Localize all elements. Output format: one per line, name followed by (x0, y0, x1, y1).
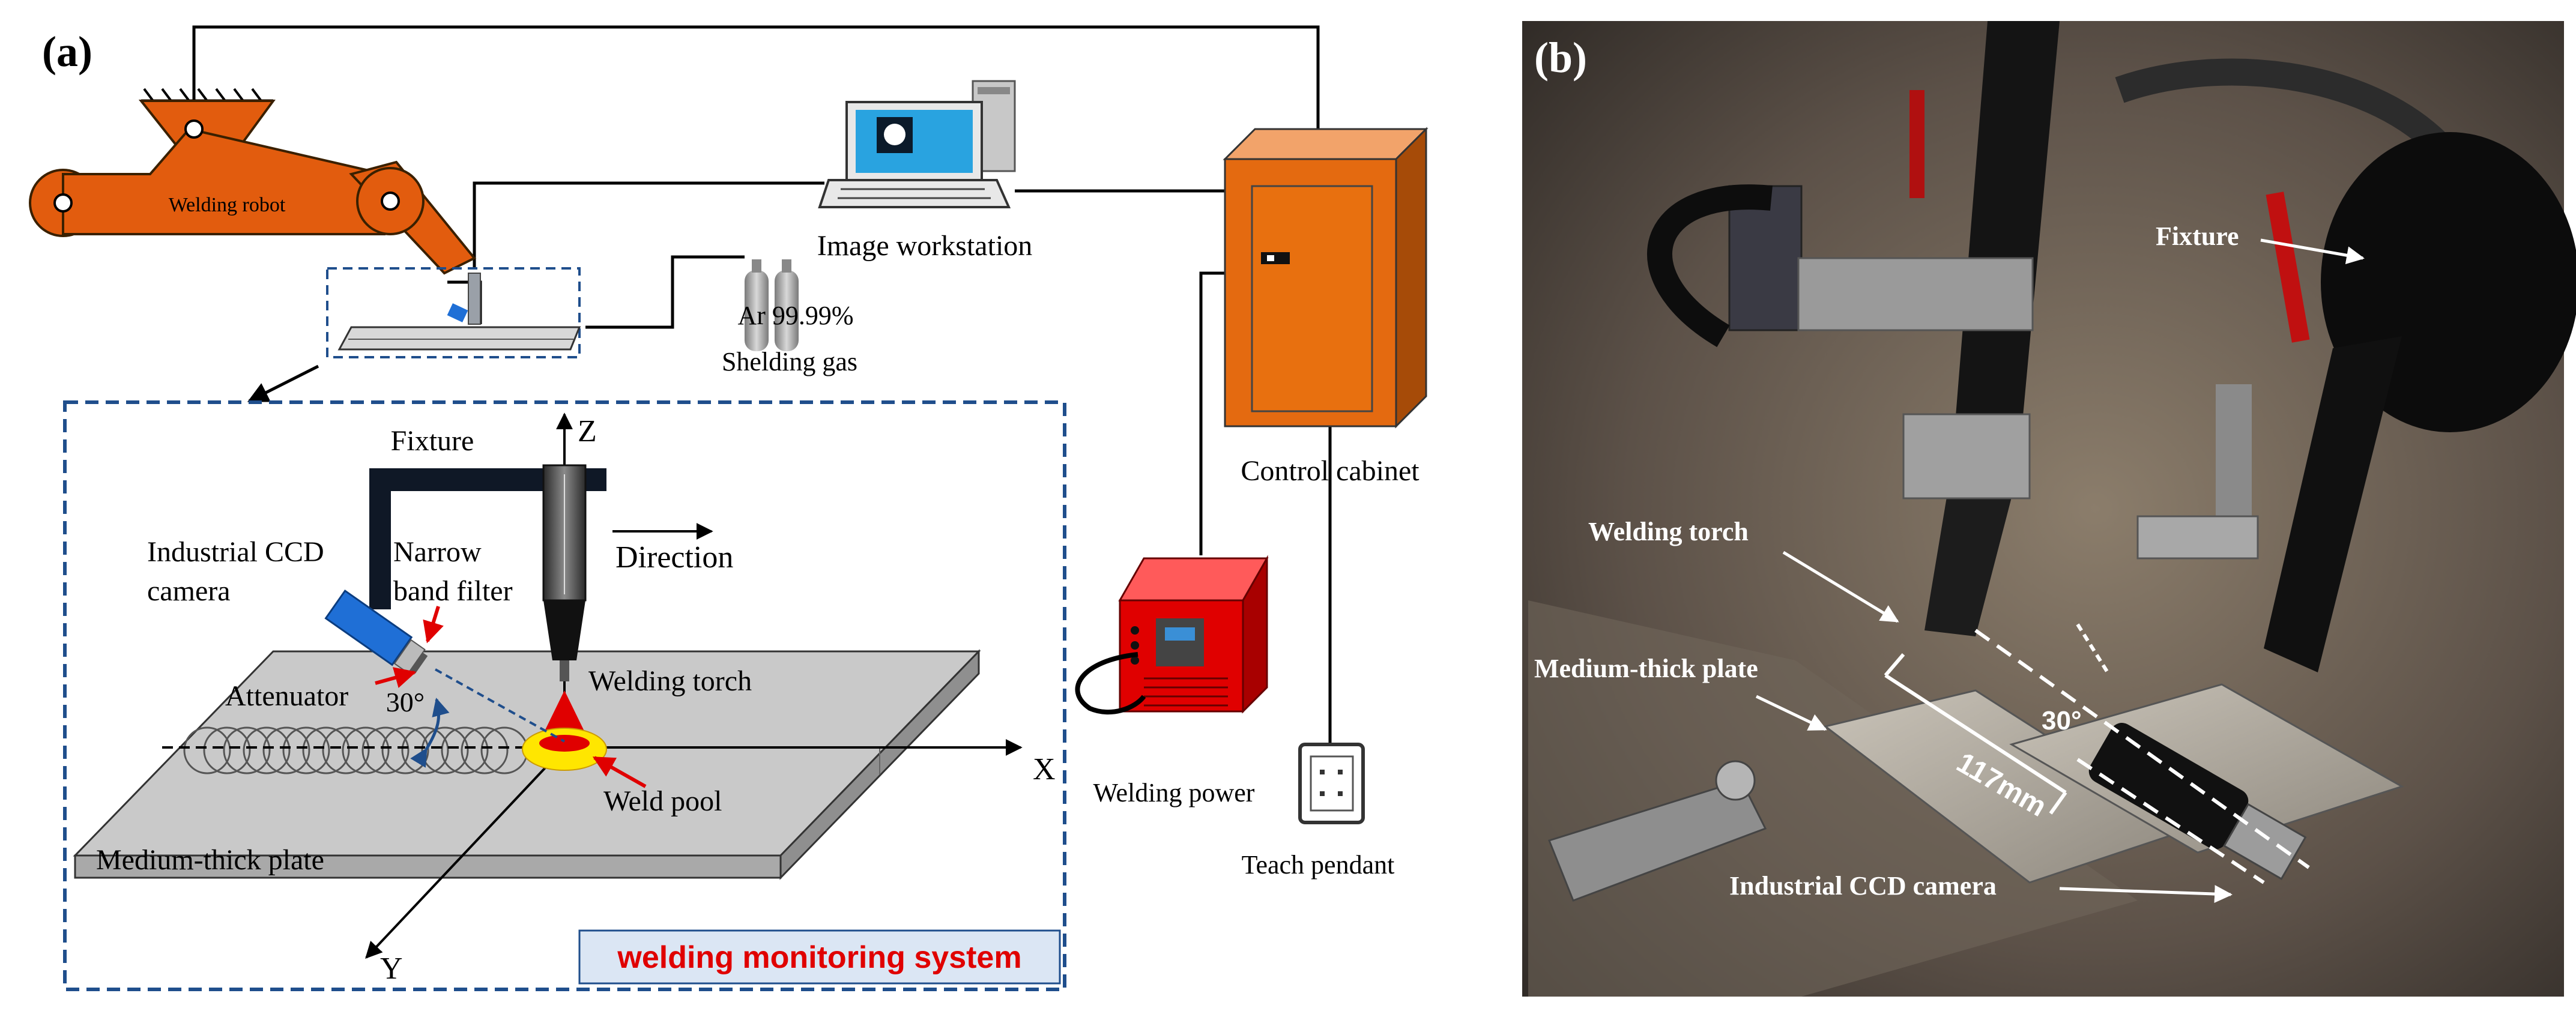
photo-angle-label: 30° (2042, 706, 2082, 735)
filter-label-line1: Narrow (393, 536, 482, 568)
panel-a-label: (a) (42, 28, 92, 76)
axis-y-label: Y (380, 952, 403, 986)
photo-camera-label: Industrial CCD camera (1729, 871, 1997, 901)
connection-wires (192, 25, 1332, 744)
gas-label: Ar 99.99% (737, 301, 853, 330)
panel-a: (a) W (29, 25, 1429, 991)
monitoring-system-detail: X Z Y Fixture (63, 400, 1066, 991)
direction-label: Direction (615, 540, 733, 575)
photo-clamp (1548, 760, 1767, 902)
fixture: Fixture (369, 425, 606, 609)
welding-robot: Welding robot (29, 88, 477, 275)
photo-fixture-label: Fixture (2156, 222, 2239, 251)
camera-sightline (435, 668, 565, 743)
panel-b: 117mm 30° (b) Fixture Welding torch Medi… (1522, 21, 2576, 997)
ccd-camera (324, 589, 428, 674)
filter-label-line2: band filter (393, 575, 513, 607)
work-cell-inset (326, 267, 581, 358)
teach-pendant: Teach pendant (1242, 743, 1395, 880)
photo-fixture (2136, 132, 2576, 672)
welding-power: Welding power (1075, 555, 1269, 807)
power-label: Welding power (1093, 778, 1255, 807)
image-workstation: Image workstation (817, 80, 1033, 262)
cabinet-label: Control cabinet (1241, 455, 1420, 487)
robot-label: Welding robot (169, 194, 286, 216)
weld-bead (183, 726, 528, 774)
system-label: welding monitoring system (617, 940, 1021, 975)
workstation-label: Image workstation (817, 230, 1033, 262)
photo-torch-label: Welding torch (1588, 517, 1749, 546)
gas-caption: Shelding gas (722, 347, 857, 376)
measurement-annotations (1884, 623, 2310, 884)
shielding-gas-cylinders: Ar 99.99% Shelding gas (722, 259, 857, 376)
welding-torch (540, 464, 588, 740)
ccd-label-line2: camera (147, 575, 231, 607)
panel-b-label: (b) (1534, 34, 1587, 82)
axis-x-label: X (1033, 752, 1056, 786)
pendant-label: Teach pendant (1242, 850, 1395, 880)
angle-arc (410, 698, 450, 768)
torch-label: Welding torch (588, 665, 752, 697)
fixture-label: Fixture (391, 425, 474, 457)
inset-pointer (247, 364, 319, 403)
photo-welding-torch (1728, 21, 2060, 636)
axis-z-label: Z (578, 414, 597, 448)
attenuator-label: Attenuator (225, 680, 348, 712)
plate-label: Medium-thick plate (96, 844, 324, 876)
weld-pool-label: Weld pool (603, 785, 722, 817)
angle-label: 30° (386, 687, 425, 717)
control-cabinet: Control cabinet (1223, 127, 1429, 487)
ccd-label-line1: Industrial CCD (147, 536, 324, 568)
photo-plate-label: Medium-thick plate (1534, 654, 1758, 683)
